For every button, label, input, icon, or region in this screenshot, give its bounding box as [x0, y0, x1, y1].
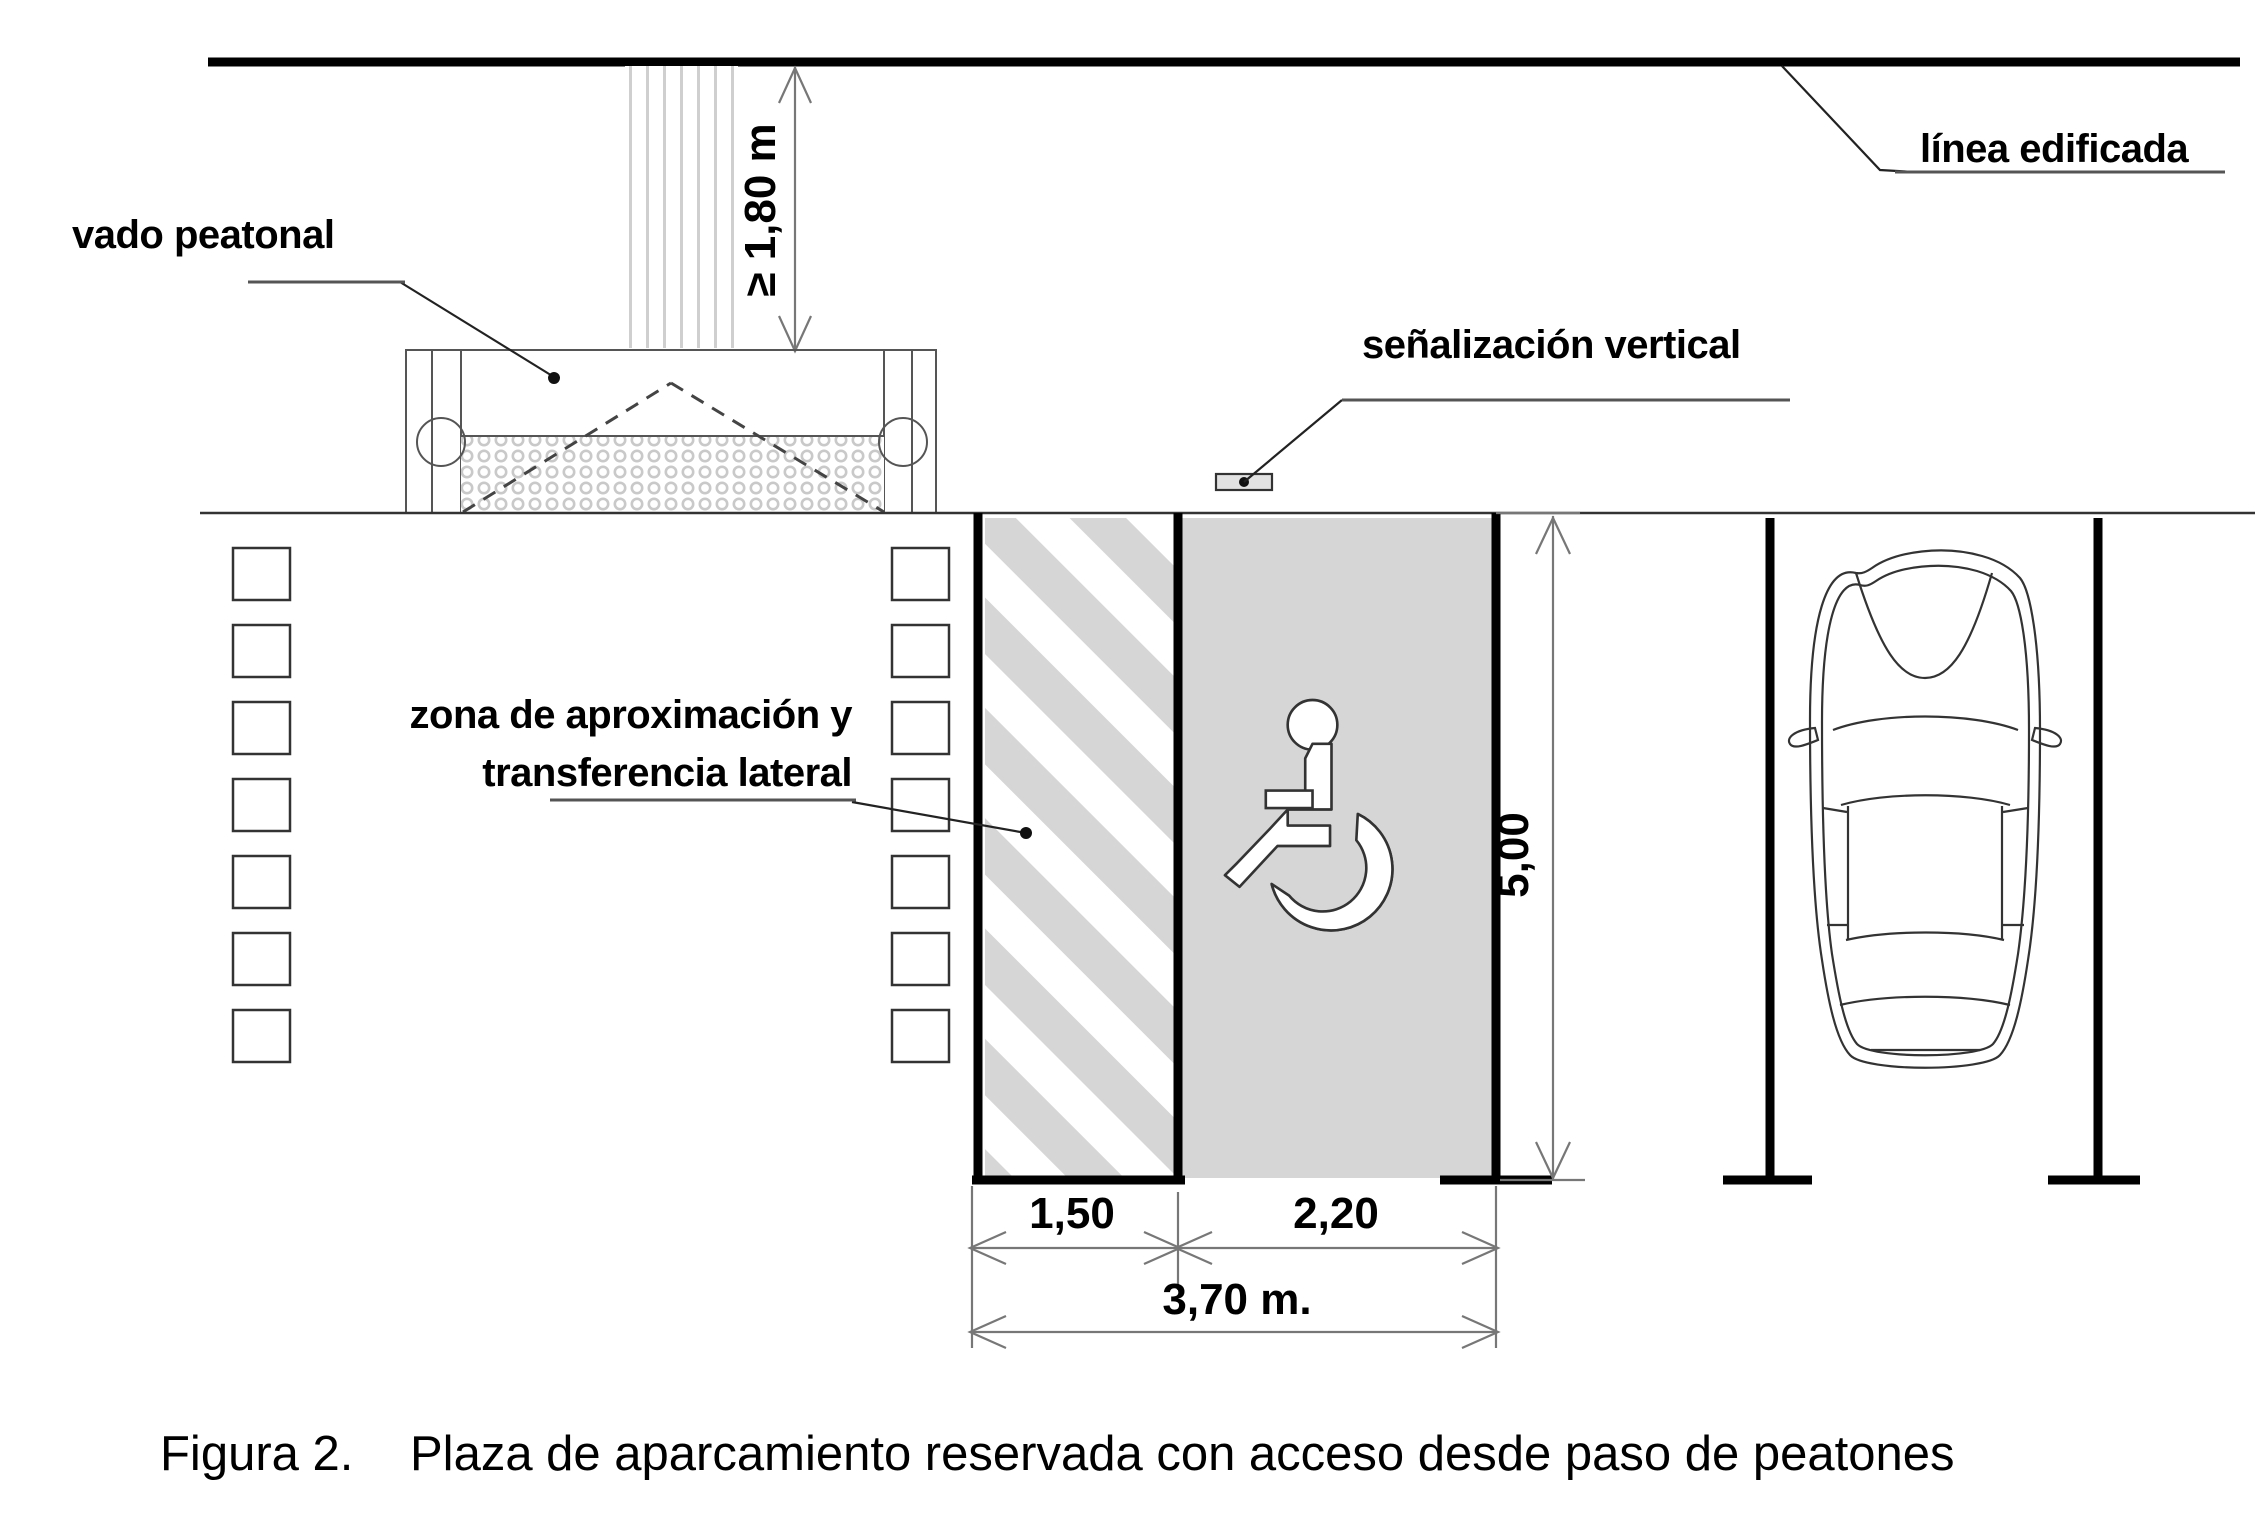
wheelchair-icon	[1223, 698, 1394, 932]
paving-square	[231, 623, 292, 679]
paving-square	[890, 1008, 951, 1064]
ramp-slope-left	[462, 381, 672, 514]
linea-edificada-leader	[1781, 65, 2225, 174]
crosswalk-stripes	[625, 66, 738, 348]
leader-dot	[548, 372, 560, 384]
paving-square	[231, 700, 292, 756]
wheelchair-armrest	[1264, 789, 1314, 810]
paving-square	[231, 931, 292, 987]
car-windshield	[1832, 715, 2019, 732]
label-zona-line2: transferencia lateral	[482, 751, 852, 795]
arrow-right-lower	[1461, 1314, 1501, 1350]
transfer-zone-hatch	[985, 518, 1175, 1178]
paving-square	[231, 1008, 292, 1064]
car-roof-rear	[1845, 931, 2005, 942]
dim-parking-width: 2,20	[1293, 1189, 1379, 1238]
car-icon	[1787, 549, 2063, 1069]
car-door-split-right	[2002, 806, 2029, 814]
paving-square	[890, 777, 951, 833]
sidewalk-paving-left	[231, 546, 292, 1064]
dim-bay-length: 5,00	[1489, 812, 1538, 898]
arrow-left-upper	[967, 1230, 1007, 1266]
reserved-parking-bay	[972, 513, 1552, 1185]
zona-leader	[550, 798, 1032, 839]
senalizacion-leader	[1243, 398, 1790, 483]
leader-line	[1781, 65, 1916, 174]
figure-caption-number: Figura 2.	[160, 1427, 353, 1481]
vado-leader	[248, 280, 560, 384]
car-roof-front	[1840, 794, 2011, 807]
car-door-split-left	[1822, 806, 1848, 814]
label-linea-edificada: línea edificada	[1920, 127, 2189, 171]
sidewalk-paving-right	[890, 546, 951, 1064]
car-hood-lines	[1854, 572, 1994, 680]
dim-total-width: 3,70 m.	[1162, 1275, 1311, 1324]
width-dimensions	[967, 1186, 1501, 1350]
label-vado-peatonal: vado peatonal	[72, 213, 334, 257]
arrow-right-upper	[1461, 1230, 1501, 1266]
car-body-outline	[1808, 549, 2042, 1069]
adjacent-parking-bay	[1723, 518, 2140, 1185]
car-rear-window	[1839, 995, 2011, 1007]
car-body-inner	[1820, 564, 2031, 1057]
paving-square	[890, 931, 951, 987]
arrow-mid-left	[1173, 1230, 1213, 1266]
paving-square	[231, 777, 292, 833]
arrow-up	[1535, 515, 1571, 555]
tactile-paving	[461, 436, 884, 513]
paving-square	[890, 700, 951, 756]
car-mirror-right	[2030, 726, 2063, 748]
arrow-mid-right	[1143, 1230, 1183, 1266]
label-senalizacion-vertical: señalización vertical	[1362, 323, 1741, 367]
arrow-left-lower	[967, 1314, 1007, 1350]
paving-square	[890, 854, 951, 910]
bollard-right-icon	[878, 417, 928, 467]
bollard-left-icon	[416, 417, 466, 467]
leader-line	[851, 800, 1027, 835]
dim-vertical-clearance: ≥ 1,80 m	[736, 123, 785, 296]
paving-square	[231, 854, 292, 910]
zebra-fill	[625, 66, 738, 348]
paving-square	[890, 623, 951, 679]
ramp-slope-right	[670, 381, 885, 514]
figure-caption-text: Plaza de aparcamiento reservada con acce…	[410, 1427, 1955, 1481]
paving-square	[890, 546, 951, 602]
leader-line	[399, 281, 555, 378]
car-mirror-left	[1787, 726, 1820, 748]
dim-transfer-zone-width: 1,50	[1029, 1189, 1115, 1238]
paving-square	[231, 546, 292, 602]
label-zona-line1: zona de aproximación y	[410, 693, 854, 737]
parking-space-fill	[1182, 518, 1492, 1178]
arrow-up	[777, 65, 813, 104]
leader-line	[1243, 399, 1343, 483]
arrow-down	[1535, 1141, 1571, 1181]
vado-peatonal-block	[405, 349, 937, 514]
wheelchair-head	[1286, 698, 1339, 751]
bay-length-dimension	[1496, 511, 1585, 1182]
leader-dot	[1020, 827, 1032, 839]
wheelchair-wheel	[1270, 812, 1394, 932]
